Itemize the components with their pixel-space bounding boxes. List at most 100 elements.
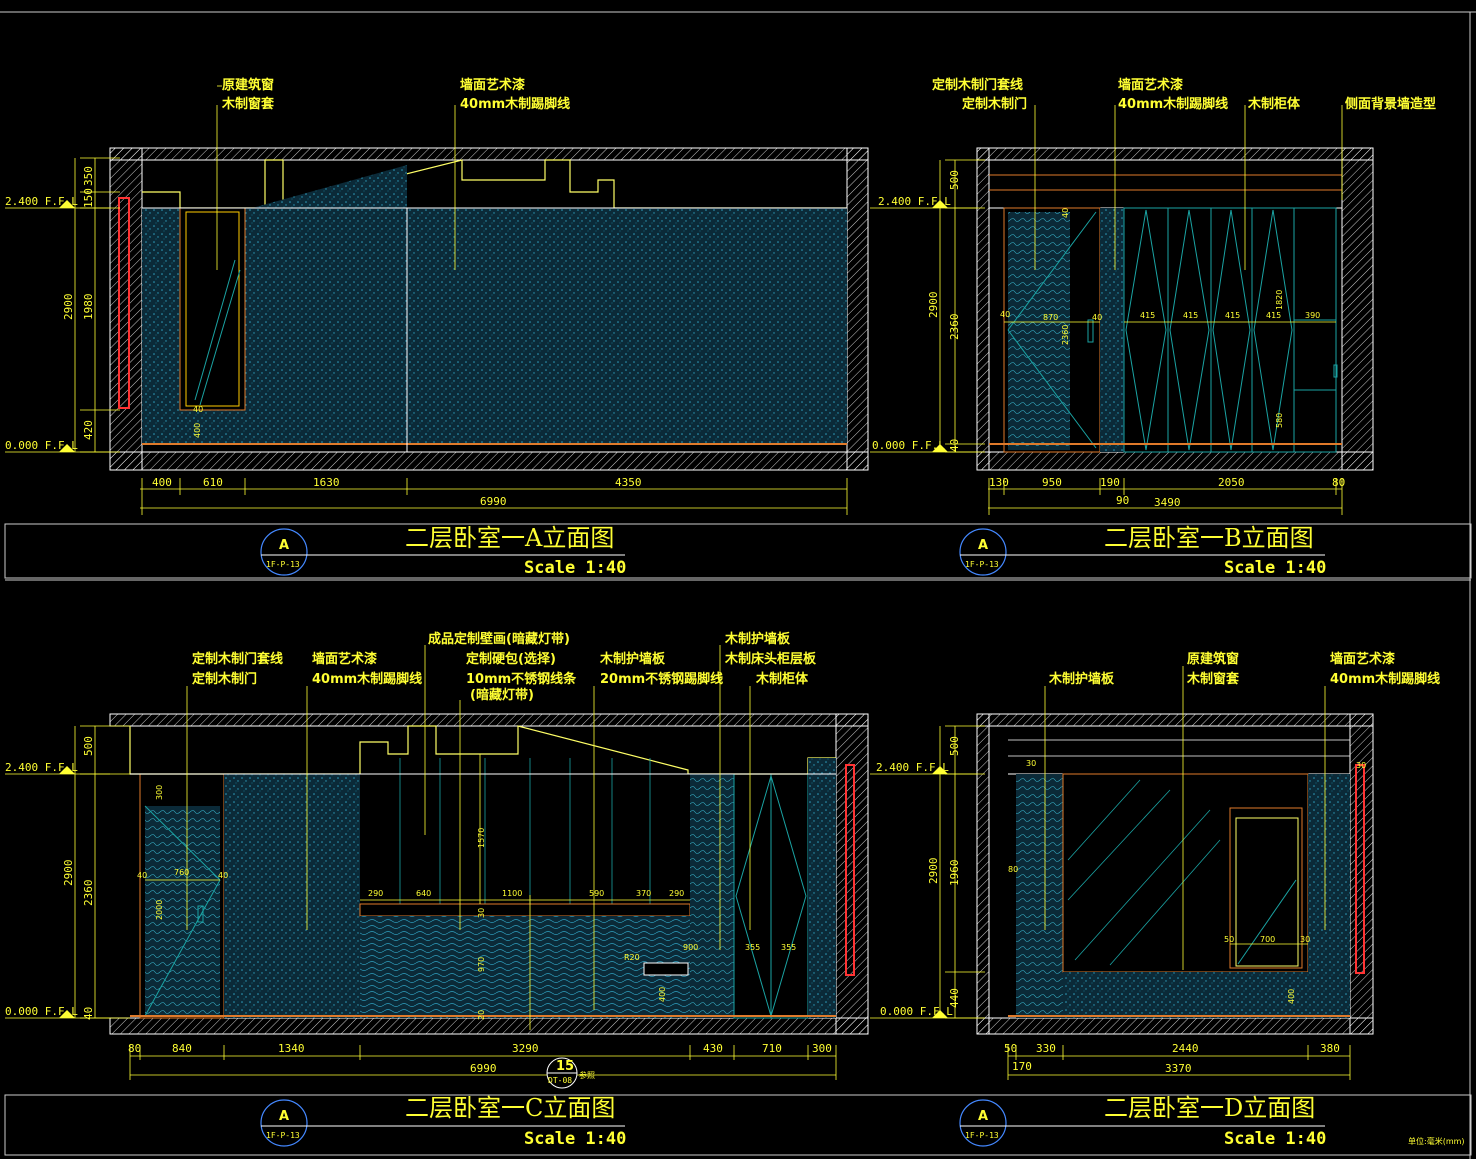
inner-b-11: 40: [1061, 208, 1070, 218]
inner-b-1: 870: [1043, 313, 1058, 322]
label-c-13: 木制柜体: [755, 671, 809, 687]
vdim-c-3: 40: [82, 1007, 95, 1020]
inner-b-5: 415: [1183, 311, 1198, 320]
vdim-c-2: 2360: [82, 880, 95, 907]
title-block-a: [260, 528, 625, 576]
inner-c-17: 400: [658, 987, 667, 1002]
elevation-b: [870, 105, 1374, 515]
inner-c-18: 355: [745, 943, 760, 952]
hdim-b-0: 130: [989, 476, 1009, 489]
inner-b-7: 415: [1266, 311, 1281, 320]
hdim-b-4: 80: [1332, 476, 1345, 489]
elevation-a: [5, 85, 869, 515]
inner-b-4: 415: [1140, 311, 1155, 320]
title-block-d: [959, 1099, 1325, 1147]
label-a-4: 40mm木制踢脚线: [460, 96, 570, 112]
inner-d-1: 30: [1356, 761, 1366, 770]
label-a-3: 墙面艺术漆: [460, 77, 525, 93]
inner-d-3: 50: [1224, 935, 1234, 944]
hdim-c-total: 6990: [470, 1062, 497, 1075]
vdim-a-3: 1980: [82, 294, 95, 321]
inner-d-4: 700: [1260, 935, 1275, 944]
inner-c-12: 970: [477, 957, 486, 972]
inner-c-15: 900: [683, 943, 698, 952]
hdim-a-total: 6990: [480, 495, 507, 508]
hdim-c-2: 1340: [278, 1042, 305, 1055]
inner-c-11: 290: [669, 889, 684, 898]
label-b-2: 定制木制门: [961, 96, 1027, 112]
elevation-d: [870, 666, 1374, 1080]
scale-d: Scale 1:40: [1224, 1129, 1326, 1149]
bubble-b-ref: 1F-P-13: [965, 560, 999, 569]
vdim-b-2: 2360: [948, 314, 961, 341]
inner-b-0: 40: [1000, 310, 1010, 319]
inner-d-2: 80: [1008, 865, 1018, 874]
label-c-1: 定制木制门套线: [191, 651, 283, 667]
inner-c-14: 30: [477, 908, 486, 918]
inner-d-5: 30: [1300, 935, 1310, 944]
vdim-c-0: 500: [82, 736, 95, 756]
vdim-d-2: 1960: [948, 860, 961, 887]
label-b-5: 木制柜体: [1247, 96, 1301, 112]
bubble-d-letter: A: [978, 1109, 988, 1124]
hdim-a-1: 610: [203, 476, 223, 489]
bubble-c-ref: 1F-P-13: [266, 1131, 300, 1140]
ffl-c-bottom: 0.000 F.F.L: [5, 1005, 78, 1018]
inner-c-5: 1570: [477, 828, 486, 848]
title-c: 二层卧室一C立面图: [405, 1094, 615, 1122]
inner-c-10: 370: [636, 889, 651, 898]
vdim-a-4: 420: [82, 420, 95, 440]
bubble-a-letter: A: [279, 538, 289, 553]
title-d: 二层卧室一D立面图: [1104, 1094, 1315, 1122]
hdim-b-1: 950: [1042, 476, 1062, 489]
label-c-9: 木制护墙板: [599, 651, 666, 667]
hdim-a-2: 1630: [313, 476, 340, 489]
hdim-b-2: 190: [1100, 476, 1120, 489]
ffl-a-bottom: 0.000 F.F.L: [5, 439, 78, 452]
vdim-a-2: 2900: [62, 294, 75, 321]
vdim-d-3: 440: [948, 988, 961, 1008]
ref-c-note: 参照: [579, 1070, 595, 1080]
inner-a-0: 40: [193, 405, 203, 414]
vdim-c-1: 2900: [62, 860, 75, 887]
hdim-b-3: 2050: [1218, 476, 1245, 489]
hdim-d-0: 50: [1004, 1042, 1017, 1055]
label-c-6: 定制硬包(选择): [465, 651, 556, 667]
ffl-b-top: 2.400 F.F.L: [878, 195, 951, 208]
label-c-5: 成品定制壁画(暗藏灯带): [428, 631, 570, 647]
label-c-2: 定制木制门: [191, 671, 257, 687]
bubble-a-ref: 1F-P-13: [266, 560, 300, 569]
hdim-c-1: 840: [172, 1042, 192, 1055]
bubble-c-letter: A: [279, 1109, 289, 1124]
inner-c-2: 760: [174, 868, 189, 877]
label-b-1: 定制木制门套线: [931, 77, 1023, 93]
inner-c-0: 300: [155, 785, 164, 800]
ffl-a-top: 2.400 F.F.L: [5, 195, 78, 208]
scale-a: Scale 1:40: [524, 558, 626, 578]
title-a: 二层卧室一A立面图: [405, 524, 614, 552]
hdim-a-0: 400: [152, 476, 172, 489]
label-c-7: 10mm不锈钢线条: [466, 671, 577, 687]
label-a-2: 木制窗套: [221, 96, 275, 112]
vdim-a-0: 350: [82, 166, 95, 186]
hdim-d-1: 330: [1036, 1042, 1056, 1055]
inner-b-2: 40: [1092, 313, 1102, 322]
label-d-3: 木制窗套: [1186, 671, 1240, 687]
label-b-4: 40mm木制踢脚线: [1118, 96, 1228, 112]
scale-c: Scale 1:40: [524, 1129, 626, 1149]
vdim-d-1: 2900: [927, 858, 940, 885]
vdim-a-1: 150: [82, 188, 95, 208]
label-a-1: 原建筑窗: [222, 77, 274, 93]
hdim-d-2: 2440: [1172, 1042, 1199, 1055]
ref-c-num: 15: [556, 1059, 574, 1074]
ffl-d-top: 2.400 F.F.L: [876, 761, 949, 774]
inner-c-13: 20: [477, 1010, 486, 1020]
inner-b-8: 390: [1305, 311, 1320, 320]
inner-b-6: 415: [1225, 311, 1240, 320]
bubble-b-letter: A: [978, 538, 988, 553]
inner-c-9: 590: [589, 889, 604, 898]
label-c-8: (暗藏灯带): [470, 687, 534, 703]
inner-d-0: 30: [1026, 759, 1036, 768]
title-block-b: [959, 528, 1325, 576]
label-b-3: 墙面艺术漆: [1118, 77, 1183, 93]
